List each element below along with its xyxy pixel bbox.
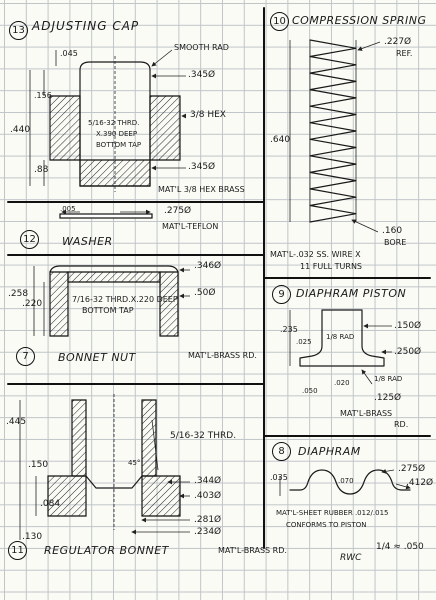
dim-275: .275Ø (164, 206, 192, 216)
title-diaphram-piston: DIAPHRAM PISTON (296, 287, 407, 300)
dim-150-bonnet: .150 (28, 460, 49, 470)
dim-440: .440 (10, 125, 31, 135)
material-piston-1: MAT'L-BRASS (340, 409, 393, 418)
title-washer: WASHER (62, 235, 113, 248)
washer-drawing (59, 209, 153, 219)
dim-445: .445 (6, 417, 27, 427)
dim-025: .025 (296, 338, 312, 346)
dim-344: .344Ø (194, 476, 222, 486)
material-piston-2: RD. (394, 420, 409, 429)
dim-160: .160 (382, 226, 403, 236)
dim-403: .403Ø (194, 491, 222, 501)
thread-nut-line-1: 7/16-32 THRD.X.220 DEEP (72, 295, 178, 304)
material-cap: MAT'L 3/8 HEX BRASS (158, 185, 245, 194)
dim-346: .346Ø (194, 261, 222, 271)
title-bonnet-nut: BONNET NUT (58, 351, 136, 364)
dim-045: .045 (60, 49, 78, 58)
diaphragm-drawing (279, 468, 411, 496)
part-number-13: 13 (9, 21, 28, 40)
dim-130: .130 (22, 532, 43, 542)
compression-spring-drawing (289, 39, 381, 233)
dim-070: .070 (338, 477, 354, 485)
dim-005: .005 (60, 205, 76, 213)
dim-345-bottom: .345Ø (188, 162, 216, 172)
note-smooth-rad: SMOOTH RAD (174, 43, 229, 52)
dim-125: .125Ø (374, 393, 402, 403)
part-number-10: 10 (270, 12, 289, 31)
dim-250: .250Ø (394, 347, 422, 357)
title-adjusting-cap: ADJUSTING CAP (32, 19, 140, 33)
material-regulator-bonnet: MAT'L-BRASS RD. (218, 546, 287, 555)
thread-line-3: BOTTOM TAP (96, 141, 142, 149)
regulator-bonnet-drawing (19, 394, 190, 540)
title-compression-spring: COMPRESSION SPRING (292, 14, 427, 27)
dim-258: .258 (8, 289, 29, 299)
spring-coil (309, 39, 357, 223)
dim-281: .281Ø (194, 515, 222, 525)
dim-156: .156 (34, 91, 52, 100)
material-bonnet-nut: MAT'L-BRASS RD. (188, 351, 257, 360)
dim-035: .035 (270, 473, 288, 482)
adjusting-cap-drawing (29, 49, 186, 192)
rad-bottom: 1/8 RAD (374, 375, 403, 383)
dim-640: .640 (270, 135, 291, 145)
ref-note: REF. (396, 49, 413, 58)
initials: RWC (340, 553, 362, 563)
title-diaphram: DIAPHRAM (298, 445, 361, 458)
dim-275-diaphram: .275Ø (398, 464, 426, 474)
thread-nut-line-2: BOTTOM TAP (82, 306, 134, 315)
dim-345-top: .345Ø (188, 70, 216, 80)
dim-412: .412Ø (406, 478, 434, 488)
dim-227: .227Ø (384, 37, 412, 47)
part-number-7: 7 (16, 347, 35, 366)
dim-50: .50Ø (194, 288, 216, 298)
part-number-8: 8 (272, 442, 291, 461)
part-number-12: 12 (20, 230, 39, 249)
bonnet-nut-drawing (33, 265, 190, 337)
rad-top: 1/8 RAD (326, 333, 355, 341)
dim-050: .050 (302, 387, 318, 395)
scale-note: 1/4 ≈ .050 (376, 542, 424, 552)
thread-line-2: X.390 DEEP (96, 130, 138, 138)
angle-45: 45° (128, 459, 141, 467)
thread-line-1: 5/16-32 THRD. (88, 119, 140, 127)
diaphram-piston-drawing (289, 309, 392, 385)
title-regulator-bonnet: REGULATOR BONNET (44, 544, 169, 557)
dim-150-piston: .150Ø (394, 321, 422, 331)
dim-234: .234Ø (194, 527, 222, 537)
material-diaphram-2: CONFORMS TO PISTON (286, 521, 367, 529)
material-diaphram-1: MAT'L-SHEET RUBBER .012/.015 (276, 509, 389, 517)
material-spring-1: MAT'L-.032 SS. WIRE X (270, 250, 361, 259)
part-number-9: 9 (272, 285, 291, 304)
dim-020: .020 (334, 379, 350, 387)
thread-bonnet: 5/16-32 THRD. (170, 431, 237, 441)
note-hex: 3/8 HEX (190, 110, 226, 120)
material-spring-2: 11 FULL TURNS (300, 262, 362, 271)
part-number-11: 11 (8, 541, 27, 560)
dim-084: .084 (40, 499, 61, 509)
material-washer: MAT'L-TEFLON (162, 222, 219, 231)
dim-220: .220 (22, 299, 43, 309)
dim-88: .88 (34, 165, 49, 175)
dim-235: .235 (280, 325, 298, 334)
bore-note: BORE (384, 238, 407, 247)
